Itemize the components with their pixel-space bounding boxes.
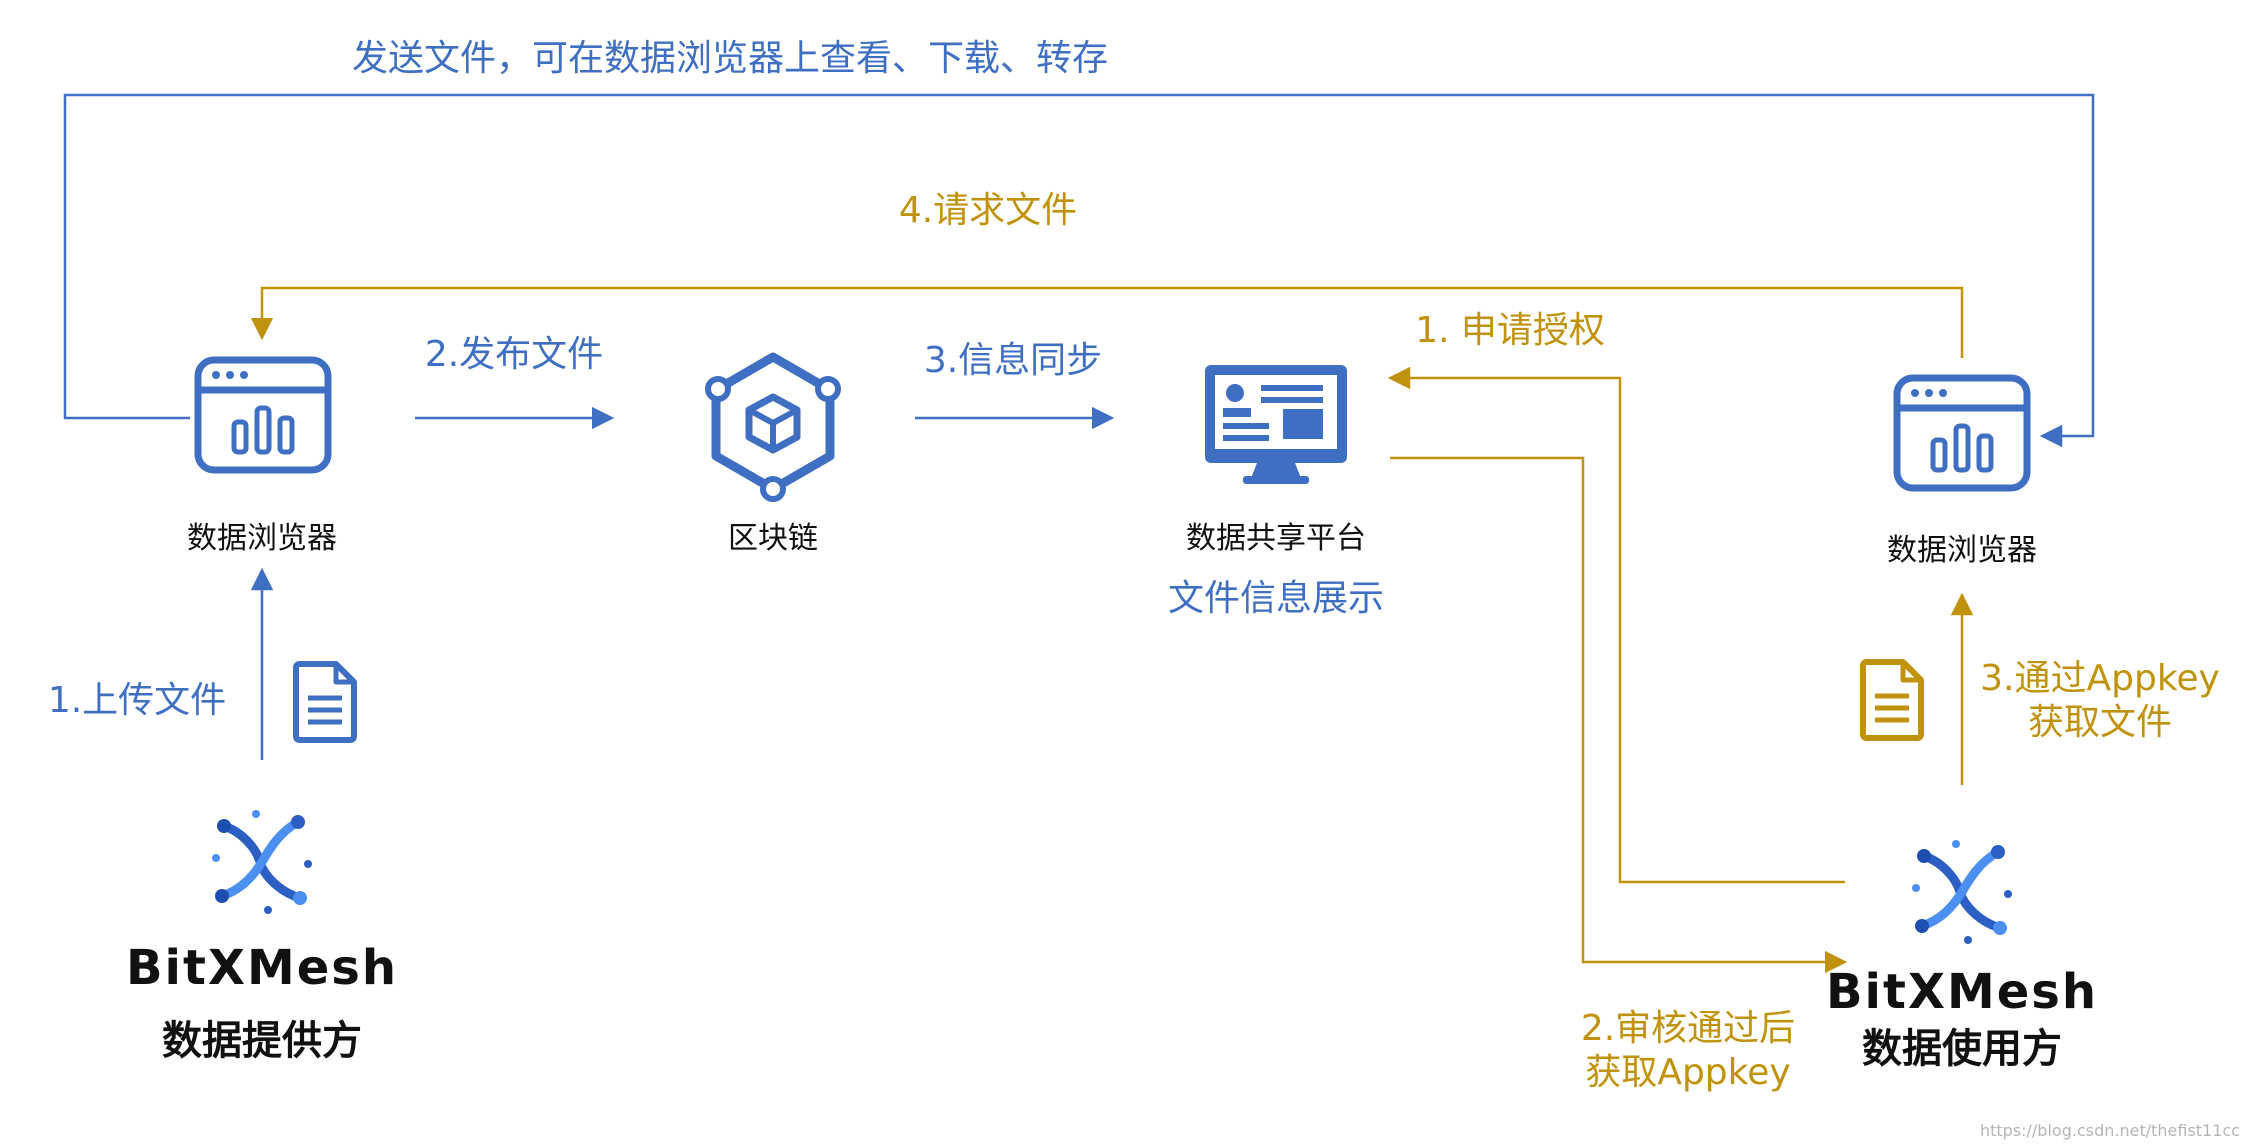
consumer-brand: BitXMesh <box>1826 964 2098 1020</box>
browser-icon <box>1893 374 2031 492</box>
upload-file-label: 1.上传文件 <box>48 680 226 721</box>
publish-file-label: 2.发布文件 <box>425 334 603 375</box>
bitxmesh-logo-icon <box>212 810 312 914</box>
browser-icon <box>194 356 332 474</box>
provider-role: 数据提供方 <box>162 1018 362 1064</box>
send-file-label: 发送文件，可在数据浏览器上查看、下载、转存 <box>352 38 1108 79</box>
apply-authorization-label: 1. 申请授权 <box>1415 310 1605 351</box>
blockchain-label: 区块链 <box>728 521 818 556</box>
fetch-file-label-line2: 获取文件 <box>2028 702 2172 743</box>
browser-left-label: 数据浏览器 <box>187 521 337 556</box>
watermark: https://blog.csdn.net/thefist11cc <box>1980 1121 2240 1140</box>
send-file-connector <box>63 93 2095 448</box>
blockchain-icon <box>705 352 841 502</box>
apply-authorization-connector <box>1387 366 1845 884</box>
approval-label-line2: 获取Appkey <box>1585 1052 1790 1093</box>
provider-brand: BitXMesh <box>126 940 398 996</box>
monitor-icon <box>1205 365 1347 484</box>
consumer-role: 数据使用方 <box>1862 1026 2062 1072</box>
approval-label-line1: 2.审核通过后 <box>1581 1008 1795 1049</box>
bitxmesh-logo-icon <box>1912 840 2012 944</box>
request-file-label: 4.请求文件 <box>899 190 1077 231</box>
request-file-connector <box>250 286 1964 358</box>
platform-sublabel: 文件信息展示 <box>1168 578 1384 619</box>
approval-connector <box>1390 456 1848 974</box>
document-icon <box>293 661 357 743</box>
info-sync-label: 3.信息同步 <box>924 340 1102 381</box>
document-icon <box>1860 659 1924 741</box>
browser-right-label: 数据浏览器 <box>1887 533 2037 568</box>
fetch-file-label-line1: 3.通过Appkey <box>1980 658 2220 699</box>
platform-label: 数据共享平台 <box>1186 521 1366 556</box>
